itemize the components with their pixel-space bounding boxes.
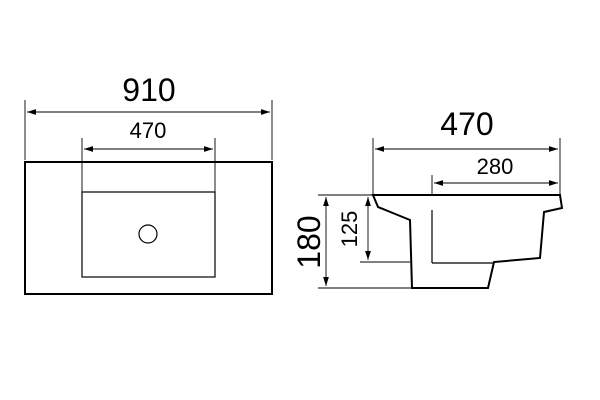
dim-label-depth: 470: [440, 106, 493, 142]
drain-hole: [138, 224, 158, 244]
sink-side-profile: [371, 194, 564, 289]
dim-label-total-height: 180: [291, 215, 327, 268]
countertop-outline: [24, 161, 273, 295]
dim-label-bowl-depth: 280: [477, 154, 514, 179]
dim-label-bowl-height: 125: [337, 211, 362, 248]
basin-outline: [81, 191, 216, 278]
dim-label-overall-width: 910: [122, 72, 175, 108]
dim-label-bowl-width: 470: [130, 118, 167, 143]
side-view: 470 280 180 125: [291, 106, 564, 289]
top-view: 910 470: [24, 72, 273, 295]
